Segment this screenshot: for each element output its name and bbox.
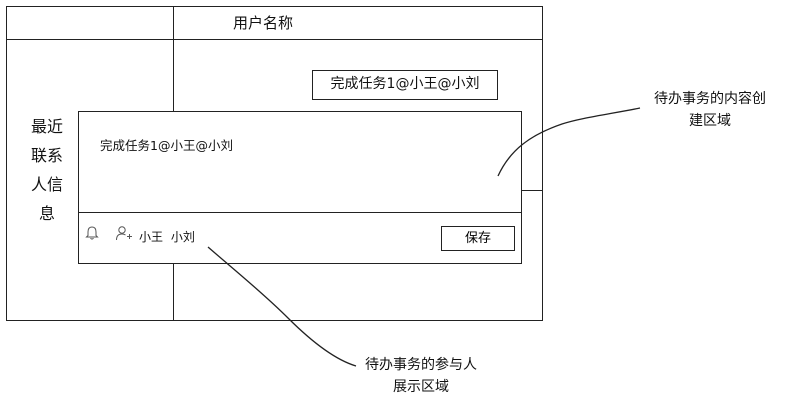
sidebar-title-line: 息 <box>38 204 55 223</box>
sidebar-title-line: 最近 <box>30 117 63 136</box>
sidebar-title-line: 联系 <box>30 146 63 165</box>
callout-line: 待办事务的内容创 <box>654 91 766 107</box>
right-panel-divider <box>521 190 543 191</box>
add-user-icon[interactable] <box>115 225 133 241</box>
editor-toolbar-divider <box>78 212 522 213</box>
todo-content-input[interactable]: 完成任务1@小王@小刘 <box>100 138 233 153</box>
save-button[interactable]: 保存 <box>441 226 515 251</box>
callout-line: 待办事务的参与人 <box>365 357 477 373</box>
sidebar-divider-bottom <box>173 263 174 321</box>
sidebar-divider-middle <box>173 39 174 111</box>
bell-icon[interactable] <box>84 225 100 241</box>
sidebar-divider-top <box>173 6 174 40</box>
content-area-callout: 待办事务的内容创 建区域 <box>645 88 775 132</box>
recent-contacts-title: 最近 联系 人信 息 <box>22 112 72 228</box>
participant-list: 小王 小刘 <box>139 230 195 244</box>
participants-area-callout: 待办事务的参与人 展示区域 <box>356 354 486 398</box>
todo-message-preview[interactable]: 完成任务1@小王@小刘 <box>312 70 498 100</box>
sidebar-title-line: 人信 <box>30 175 63 194</box>
callout-line: 展示区域 <box>393 379 449 395</box>
header-divider <box>6 39 543 40</box>
user-name-header: 用户名称 <box>232 14 293 32</box>
callout-line: 建区域 <box>689 113 731 129</box>
